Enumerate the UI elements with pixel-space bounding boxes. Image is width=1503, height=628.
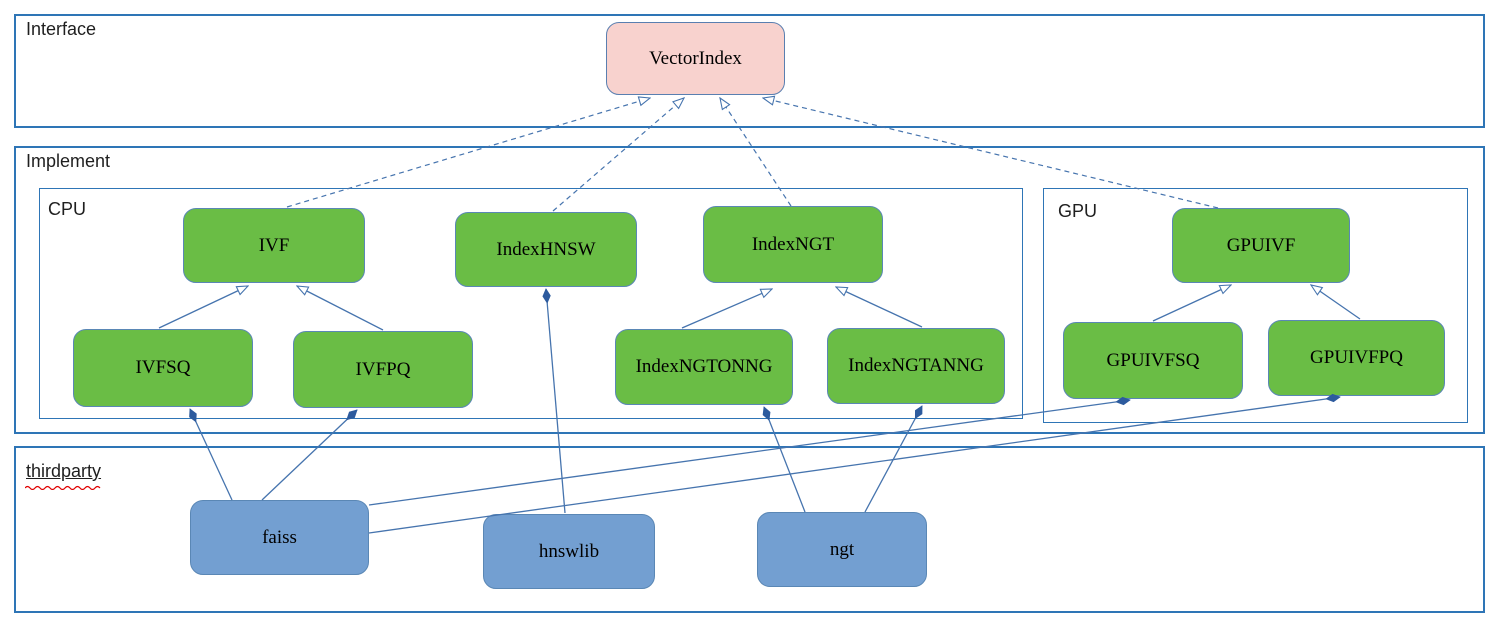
node-ivfsq-label: IVFSQ: [135, 357, 191, 378]
node-vectorindex: VectorIndex: [606, 22, 785, 95]
node-ngt-label: ngt: [829, 538, 855, 560]
node-ivfsq: IVFSQ: [73, 329, 253, 407]
node-indexngtonng: IndexNGTONNG: [615, 329, 793, 405]
cpu-container-label: CPU: [48, 199, 87, 219]
interface-container-label: Interface: [26, 19, 97, 39]
node-faiss: faiss: [190, 500, 369, 575]
node-ivf-label: IVF: [258, 234, 290, 256]
node-gpuivf: GPUIVF: [1172, 208, 1350, 283]
thirdparty-container-label: thirdparty: [26, 461, 102, 481]
node-indexngtonng-label: IndexNGTONNG: [635, 356, 773, 377]
gpu-container-label: GPU: [1058, 201, 1098, 221]
node-hnswlib: hnswlib: [483, 514, 655, 589]
spellcheck-squiggle: [25, 485, 101, 490]
node-faiss-label: faiss: [262, 526, 297, 548]
node-indexngtanng: IndexNGTANNG: [827, 328, 1005, 404]
node-ivf: IVF: [183, 208, 365, 283]
node-ivfpq-label: IVFPQ: [355, 358, 411, 380]
node-hnswlib-label: hnswlib: [538, 540, 600, 562]
node-indexhnsw: IndexHNSW: [455, 212, 637, 287]
node-gpuivf-label: GPUIVF: [1226, 234, 1296, 256]
node-gpuivfsq-label: GPUIVFSQ: [1106, 349, 1200, 371]
node-indexngt-label: IndexNGT: [751, 233, 835, 255]
implement-container-label: Implement: [26, 151, 111, 171]
node-gpuivfpq-label: GPUIVFPQ: [1310, 347, 1403, 368]
node-indexngt: IndexNGT: [703, 206, 883, 283]
node-vectorindex-label: VectorIndex: [649, 47, 742, 69]
node-ngt: ngt: [757, 512, 927, 587]
node-gpuivfsq: GPUIVFSQ: [1063, 322, 1243, 399]
node-ivfpq: IVFPQ: [293, 331, 473, 408]
node-indexhnsw-label: IndexHNSW: [496, 238, 596, 260]
node-gpuivfpq: GPUIVFPQ: [1268, 320, 1445, 396]
node-indexngtanng-label: IndexNGTANNG: [848, 355, 984, 376]
